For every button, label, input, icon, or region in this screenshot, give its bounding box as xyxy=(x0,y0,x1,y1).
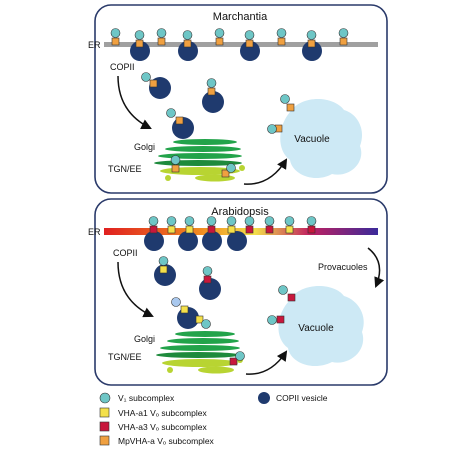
panel-title: Marchantia xyxy=(213,11,268,23)
vacuole-complexes xyxy=(267,94,295,134)
vacuole-label: Vacuole xyxy=(294,134,330,145)
svg-text:V₁ subcomplex: V₁ subcomplex xyxy=(118,393,175,403)
golgi-label: Golgi xyxy=(134,334,155,344)
legend-vha-a1: VHA-a1 Vₒ subcomplex xyxy=(99,407,207,418)
legend-vha-a3: VHA-a3 Vₒ subcomplex xyxy=(99,421,207,432)
tgn-network xyxy=(162,351,245,374)
legend-v1: V₁ subcomplex xyxy=(99,392,175,404)
panel-title: Arabidopsis xyxy=(211,206,269,218)
copii-vesicles-free xyxy=(141,72,224,139)
tgn-to-vacuole-arrow xyxy=(245,350,288,375)
vacuole-complexes xyxy=(267,285,296,325)
panel-arabidopsis: Arabidopsis ER COPII xyxy=(88,198,388,386)
vacuole xyxy=(280,99,363,179)
tgn-to-vacuole-arrow xyxy=(243,158,288,185)
er-budding-vesicles xyxy=(144,231,247,251)
tgn-label: TGN/EE xyxy=(108,352,142,362)
er-label: ER xyxy=(88,40,101,50)
copii-label: COPII xyxy=(113,248,138,258)
svg-text:MpVHA-a Vₒ subcomplex: MpVHA-a Vₒ subcomplex xyxy=(118,436,215,446)
legend-copii-vesicle: COPII vesicle xyxy=(258,392,328,404)
svg-text:VHA-a1 Vₒ subcomplex: VHA-a1 Vₒ subcomplex xyxy=(118,408,207,418)
er-vatpase-complexes xyxy=(148,216,317,234)
tgn-network xyxy=(160,155,245,182)
er-label: ER xyxy=(88,227,101,237)
er-vatpase-complexes xyxy=(110,28,349,48)
copii-arrow xyxy=(117,75,152,129)
vacuole-label: Vacuole xyxy=(298,323,334,334)
provacuoles-arrow xyxy=(367,247,385,288)
er-budding-vesicles xyxy=(130,41,322,61)
copii-label: COPII xyxy=(110,62,135,72)
svg-text:COPII vesicle: COPII vesicle xyxy=(276,393,328,403)
svg-text:VHA-a3 Vₒ subcomplex: VHA-a3 Vₒ subcomplex xyxy=(118,422,207,432)
legend: V₁ subcomplex COPII vesicle VHA-a1 Vₒ su… xyxy=(99,392,328,446)
vacuole xyxy=(278,285,364,367)
er-membrane xyxy=(104,228,378,235)
panel-marchantia: Marchantia ER COPII xyxy=(88,4,388,194)
copii-vesicles-free xyxy=(154,256,221,329)
legend-mpvha-a: MpVHA-a Vₒ subcomplex xyxy=(99,435,215,446)
golgi-label: Golgi xyxy=(134,142,155,152)
er-membrane xyxy=(104,42,378,47)
tgn-label: TGN/EE xyxy=(108,164,142,174)
provacuoles-label: Provacuoles xyxy=(318,262,368,272)
golgi-stack xyxy=(156,331,240,358)
copii-arrow xyxy=(117,261,154,318)
